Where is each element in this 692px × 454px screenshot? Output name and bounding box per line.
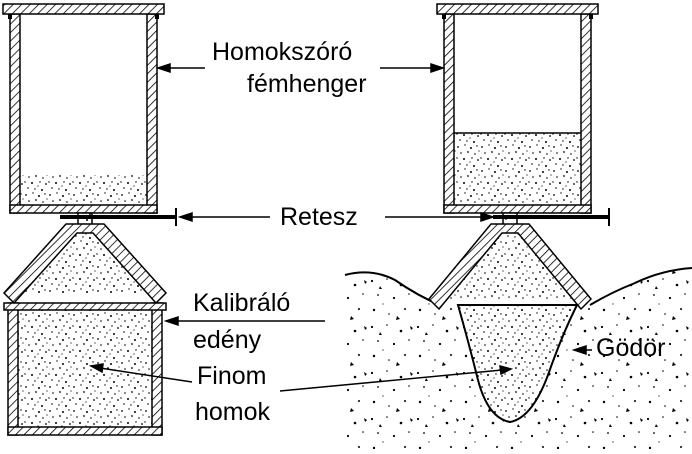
label-latch: Retesz	[280, 203, 358, 231]
left-metal-cylinder	[2, 3, 165, 214]
left-cone-funnel	[2, 223, 168, 305]
label-cylinder-line2: fémhenger	[247, 70, 367, 98]
label-cylinder-line1: Homokszóró	[212, 38, 353, 66]
label-sand-line2: homok	[195, 398, 271, 426]
right-cone-funnel	[427, 223, 593, 311]
right-metal-cylinder	[436, 3, 599, 214]
hole-sand-fill	[456, 304, 579, 424]
label-calibration-line1: Kalibráló	[193, 289, 291, 317]
leader-lines	[88, 62, 592, 392]
calibration-vessel	[3, 302, 167, 436]
label-calibration-line2: edény	[193, 326, 262, 354]
label-sand-line1: Finom	[197, 362, 267, 390]
label-hole: Gödör	[596, 334, 666, 362]
latch-right	[493, 208, 610, 226]
latch-left	[60, 208, 177, 226]
